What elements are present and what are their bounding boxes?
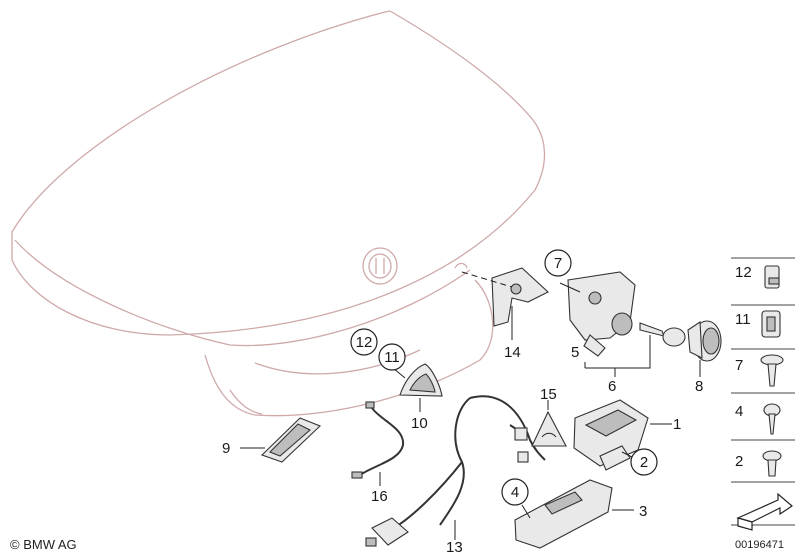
callout-8: 8 [695, 378, 703, 395]
svg-text:11: 11 [384, 349, 400, 366]
harness-part-13 [365, 395, 546, 547]
svg-text:4: 4 [511, 484, 519, 501]
legend-label-12: 12 [735, 264, 752, 281]
callout-13: 13 [446, 539, 463, 556]
leader-part-6 [584, 335, 651, 377]
seal-ring-part-8 [687, 320, 722, 377]
light-part-9 [240, 417, 322, 463]
svg-text:12: 12 [356, 334, 373, 351]
copyright-text: © BMW AG [10, 537, 77, 552]
key-part [639, 322, 686, 347]
callout-16: 16 [371, 488, 388, 505]
screw-2-icon [762, 450, 782, 477]
holder-part-3 [514, 479, 634, 549]
trunk-lid-outline [11, 10, 546, 417]
callout-4-main: 4 [501, 478, 529, 506]
legend-label-4: 4 [735, 403, 743, 420]
legend-label-7: 7 [735, 357, 743, 374]
callout-11-main: 11 [378, 343, 406, 371]
callout-1: 1 [673, 416, 681, 433]
rivet-4-icon [763, 403, 781, 435]
callout-6: 6 [608, 378, 616, 395]
callout-10: 10 [411, 415, 428, 432]
diagram-id: 00196471 [735, 539, 784, 551]
callout-9: 9 [222, 440, 230, 457]
legend-label-11: 11 [735, 311, 751, 328]
svg-text:2: 2 [640, 454, 648, 471]
callout-5: 5 [571, 344, 579, 361]
callout-7-main: 7 [544, 249, 572, 277]
clip-12-icon [764, 265, 780, 289]
bracket-part-14 [461, 267, 549, 340]
callout-2-main: 2 [630, 448, 658, 476]
cable-part-16 [351, 401, 405, 486]
clip-11-icon [761, 310, 781, 338]
callout-3: 3 [639, 503, 647, 520]
legend-label-2: 2 [735, 453, 743, 470]
small-parts-legend: 12 11 7 4 2 [731, 257, 795, 531]
callout-14: 14 [504, 344, 521, 361]
svg-text:7: 7 [554, 255, 562, 272]
screw-7-icon [760, 354, 784, 387]
direction-arrow-icon [736, 492, 793, 531]
callout-12-main: 12 [350, 328, 378, 356]
handle-part-10 [392, 363, 443, 412]
callout-15: 15 [540, 386, 557, 403]
warning-label-part-15 [531, 400, 567, 447]
lock-cylinder-part-5 [559, 271, 636, 357]
